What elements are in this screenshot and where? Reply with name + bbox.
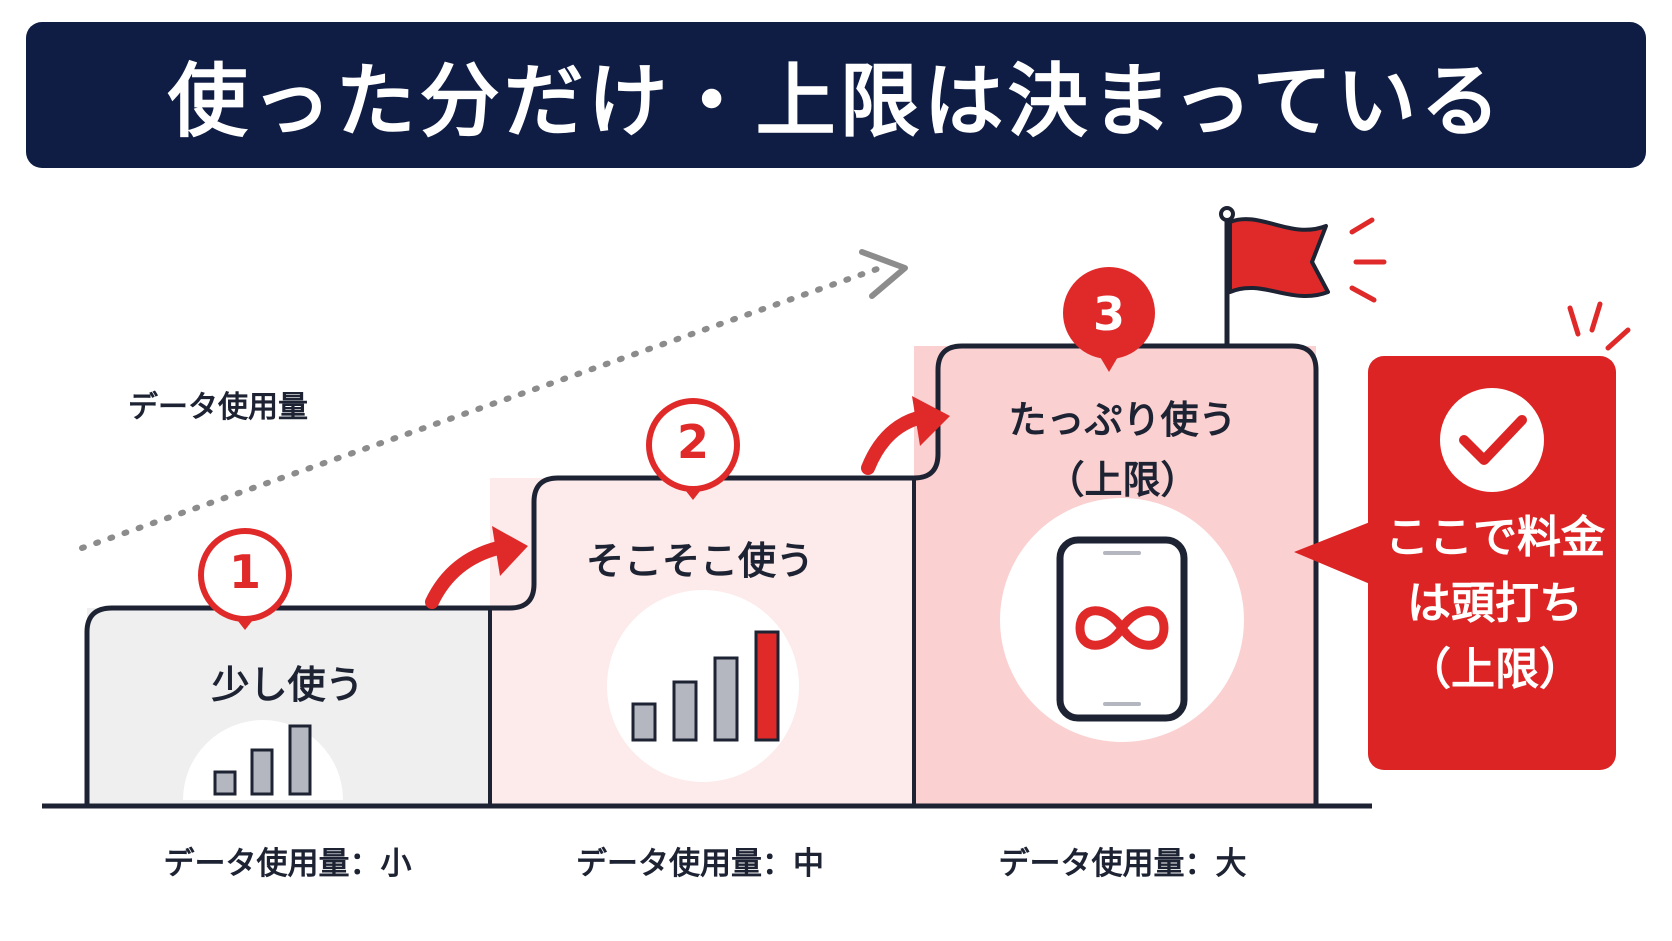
step-3-usage-label: データ使用量：大 — [998, 846, 1247, 882]
signal-bars-high-icon — [607, 590, 799, 782]
step-1-title: 少し使う — [211, 663, 364, 707]
staircase-outline — [84, 343, 1319, 804]
flag-icon — [1219, 206, 1387, 346]
step-1-number: 1 — [228, 545, 261, 599]
step-2-title: そこそこ使う — [585, 539, 814, 583]
step-1-usage-label: データ使用量：小 — [163, 846, 412, 882]
axis-label: データ使用量 — [128, 390, 308, 425]
cap-callout — [1294, 301, 1631, 770]
step-arrow-1-2 — [425, 526, 528, 609]
step-2-number: 2 — [676, 415, 709, 469]
smartphone-infinity-icon — [1000, 498, 1244, 742]
step-3-number: 3 — [1092, 287, 1125, 341]
step-2-usage-label: データ使用量：中 — [576, 846, 824, 882]
page-title: 使った分だけ・上限は決まっている — [167, 55, 1505, 148]
step-1-badge — [198, 528, 292, 630]
step-3-badge — [1063, 267, 1155, 372]
signal-bars-low-icon — [183, 720, 343, 800]
step-3-title: たっぷり使う （上限） — [1008, 398, 1237, 502]
callout-text: ここで料金は頭打ち（上限） — [1385, 512, 1605, 695]
step-2-badge — [646, 398, 740, 500]
trend-arrow — [79, 249, 908, 551]
title-banner: 使った分だけ・上限は決まっている — [26, 22, 1646, 168]
step-arrow-2-3 — [861, 396, 950, 475]
check-icon — [1440, 388, 1544, 492]
